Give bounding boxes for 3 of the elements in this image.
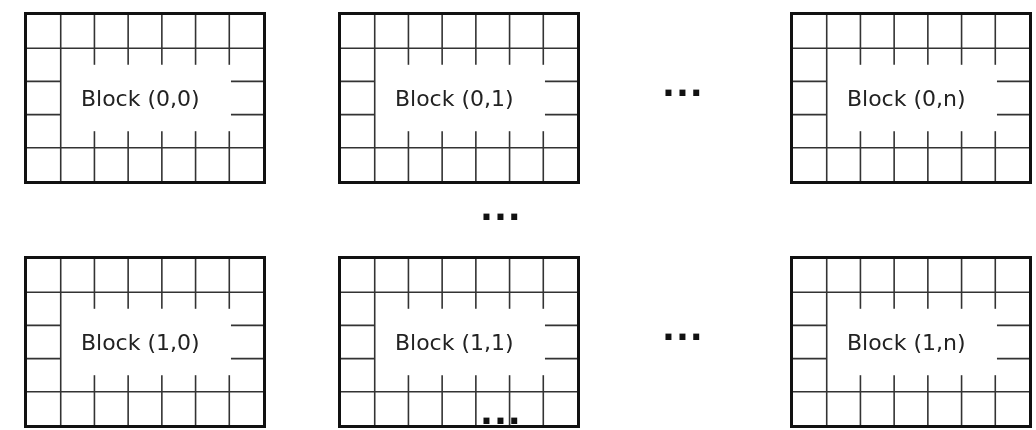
ellipsis: ... xyxy=(662,74,704,94)
ellipsis: ... xyxy=(480,198,522,218)
ellipsis: ... xyxy=(662,318,704,338)
